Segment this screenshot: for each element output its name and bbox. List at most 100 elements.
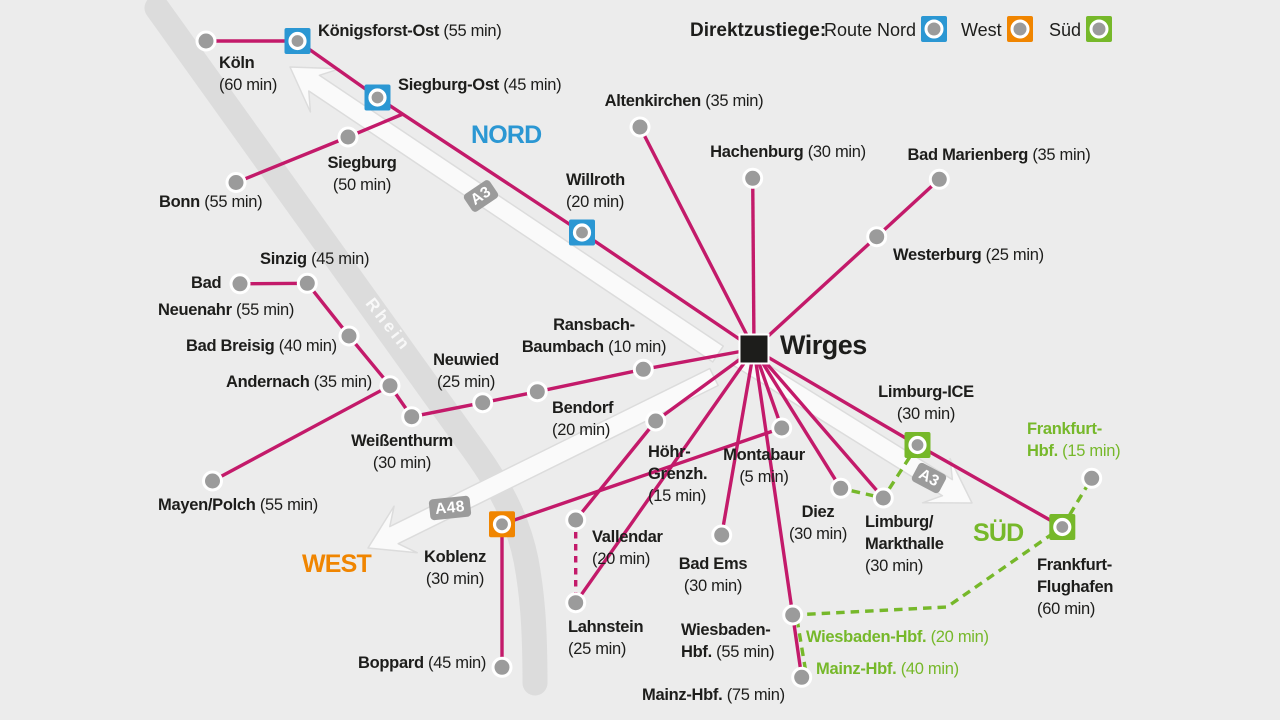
label-wiesbaden-hbf-direct: Wiesbaden-Hbf. (20 min) bbox=[806, 626, 989, 648]
label-bad-marienberg: Bad Marienberg (35 min) bbox=[908, 144, 1091, 166]
label-text: (55 min) bbox=[204, 193, 263, 211]
station-hachenburg bbox=[742, 167, 764, 189]
label-bad-ems: Bad Ems(30 min) bbox=[679, 553, 748, 597]
entry-koblenz bbox=[489, 511, 515, 538]
label-text: Weißenthurm bbox=[351, 432, 453, 450]
route-label-sued: SÜD bbox=[973, 519, 1024, 547]
label-text: (5 min) bbox=[739, 468, 789, 486]
rhein-river bbox=[144, 0, 548, 696]
label-text: (25 min) bbox=[436, 373, 496, 391]
station-weissenthurm bbox=[401, 406, 423, 428]
label-text: Bad Breisig bbox=[186, 337, 279, 355]
entry-limburg-ice bbox=[904, 432, 931, 458]
label-text: (55 min) bbox=[443, 22, 502, 40]
station-mainz-hbf bbox=[791, 666, 813, 688]
station-bad-neuenahr bbox=[229, 273, 251, 295]
station-diez bbox=[830, 477, 852, 499]
label-text: (25 min) bbox=[568, 640, 627, 658]
label-text: Flughafen bbox=[1037, 578, 1114, 596]
label-hachenburg: Hachenburg (30 min) bbox=[710, 141, 866, 163]
label-diez: Diez(30 min) bbox=[789, 501, 847, 545]
label-text: (30 min) bbox=[807, 143, 866, 161]
label-text: Bad Ems bbox=[678, 555, 748, 573]
station-vallendar bbox=[565, 509, 587, 531]
label-text: Altenkirchen bbox=[604, 92, 706, 110]
legend-marker-0 bbox=[921, 16, 947, 42]
station-montabaur bbox=[771, 417, 793, 439]
label-mayen-polch: Mayen/Polch (55 min) bbox=[158, 494, 318, 516]
label-limburg-markthalle: Limburg/Markthalle(30 min) bbox=[865, 511, 944, 577]
label-text: (30 min) bbox=[788, 525, 848, 543]
station-koeln bbox=[195, 30, 217, 52]
station-lahnstein bbox=[565, 592, 587, 614]
edge-wirges-lahnstein bbox=[574, 348, 756, 604]
edge-wirges-hachenburg bbox=[751, 178, 756, 350]
label-text: (20 min) bbox=[566, 193, 625, 211]
label-wiesbaden-hbf: Wiesbaden-Hbf. (55 min) bbox=[681, 619, 775, 663]
label-text: (55 min) bbox=[259, 496, 318, 514]
hub-wirges bbox=[738, 333, 770, 365]
label-neuwied: Neuwied(25 min) bbox=[433, 349, 499, 393]
station-hoehr-grenzhausen bbox=[645, 410, 667, 432]
label-montabaur: Montabaur(5 min) bbox=[723, 444, 805, 488]
entry-koenigsforst-ost bbox=[284, 28, 311, 54]
label-text: Königsforst-Ost bbox=[318, 22, 444, 40]
label-hoehr-grenzhausen: Höhr-Grenzh.(15 min) bbox=[648, 441, 708, 507]
station-bad-marienberg bbox=[928, 168, 950, 190]
edge-siegburgost-willroth-wirges bbox=[376, 96, 755, 351]
label-text: (10 min) bbox=[608, 338, 667, 356]
sued-arrow bbox=[732, 348, 973, 504]
entry-willroth bbox=[569, 219, 595, 246]
label-text: (30 min) bbox=[372, 454, 432, 472]
edge-andernach-mayen bbox=[211, 384, 391, 483]
label-text: Mainz-Hbf. bbox=[816, 660, 901, 678]
label-text: Köln bbox=[219, 54, 255, 72]
label-text: (30 min) bbox=[865, 557, 924, 575]
label-text: (55 min) bbox=[236, 301, 295, 319]
label-text: (55 min) bbox=[716, 643, 775, 661]
legend-marker-1 bbox=[1007, 16, 1033, 42]
label-text: Westerburg bbox=[893, 246, 986, 264]
label-koenigsforst-ost: Königsforst-Ost (55 min) bbox=[318, 20, 502, 42]
label-altenkirchen: Altenkirchen (35 min) bbox=[605, 90, 764, 112]
edge-wirges-badems bbox=[720, 348, 756, 536]
label-text: Boppard bbox=[358, 654, 429, 672]
edge-wirges-altenkirchen bbox=[638, 126, 756, 350]
label-text: Wirges bbox=[780, 330, 867, 360]
route-label-nord: NORD bbox=[471, 121, 542, 149]
label-text: Mainz-Hbf. bbox=[642, 686, 727, 704]
label-text: Neuenahr bbox=[158, 301, 236, 319]
label-text: Vallendar bbox=[592, 528, 663, 546]
label-wirges: Wirges bbox=[780, 331, 867, 359]
label-text: Wiesbaden-Hbf. bbox=[806, 628, 931, 646]
label-koblenz: Koblenz(30 min) bbox=[424, 546, 486, 590]
label-text: Bendorf bbox=[552, 399, 614, 417]
label-text: Siegburg bbox=[327, 154, 397, 172]
station-bad-ems bbox=[711, 524, 733, 546]
label-text: (45 min) bbox=[428, 654, 487, 672]
legend-item-label: West bbox=[961, 20, 1002, 40]
label-text: (45 min) bbox=[311, 250, 370, 268]
label-text: Grenzh. bbox=[648, 465, 708, 483]
label-andernach: Andernach (35 min) bbox=[226, 371, 372, 393]
label-text: (75 min) bbox=[726, 686, 785, 704]
label-text: (40 min) bbox=[278, 337, 337, 355]
label-text: (20 min) bbox=[930, 628, 989, 646]
station-bad-breisig bbox=[338, 325, 360, 347]
legend-item-label: Süd bbox=[1049, 20, 1082, 40]
label-text: (20 min) bbox=[552, 421, 611, 439]
edge-wirges-markthalle bbox=[752, 347, 885, 500]
label-text: (60 min) bbox=[219, 76, 278, 94]
station-frankfurt-hbf bbox=[1081, 467, 1103, 489]
station-andernach bbox=[379, 375, 401, 397]
label-mainz-hbf-direct: Mainz-Hbf. (40 min) bbox=[816, 658, 959, 680]
label-text: Sinzig bbox=[260, 250, 312, 268]
station-altenkirchen bbox=[629, 116, 651, 138]
nord-arrow bbox=[289, 66, 725, 363]
station-wiesbaden-hbf bbox=[782, 604, 804, 626]
label-boppard: Boppard (45 min) bbox=[358, 652, 486, 674]
station-limburg-markthalle bbox=[872, 487, 894, 509]
